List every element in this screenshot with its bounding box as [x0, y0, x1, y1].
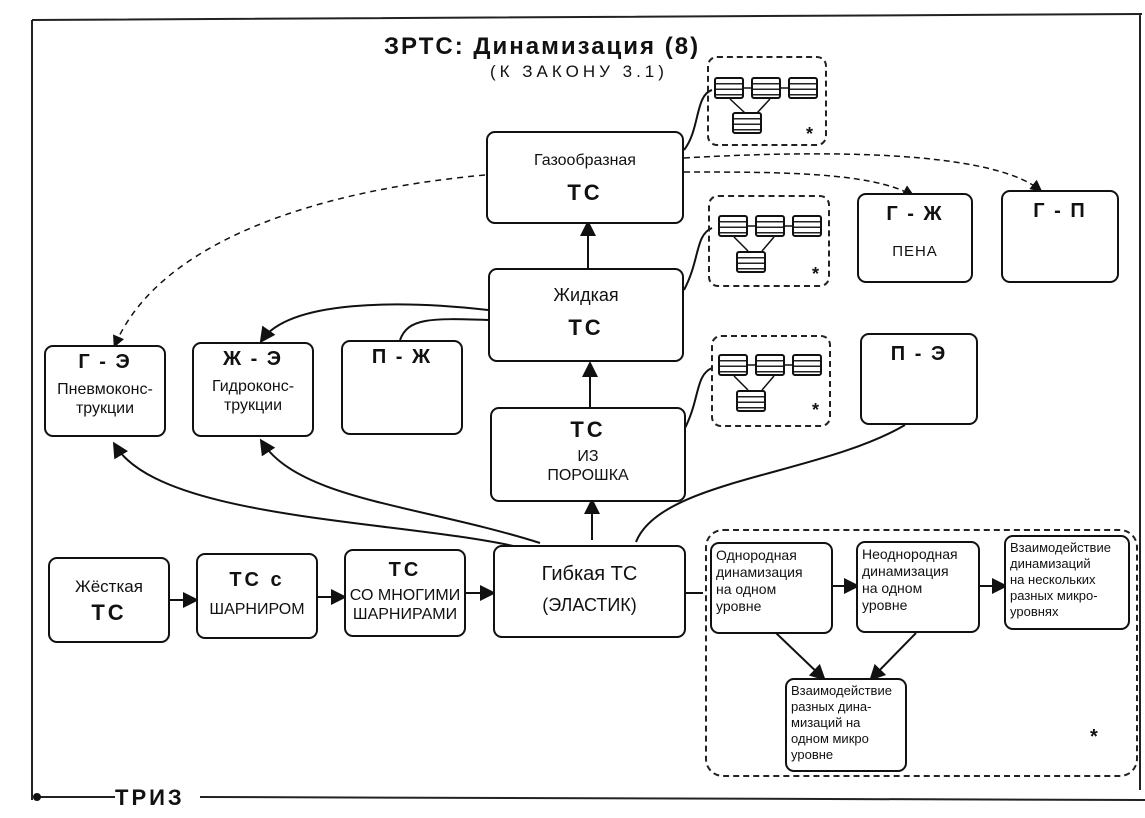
node-code: Г - Э — [78, 351, 132, 373]
node-label: ТС с — [229, 569, 285, 591]
footnote-star: * — [806, 124, 814, 144]
mini-block — [792, 215, 822, 237]
node-label: Пневмоконс- — [57, 381, 153, 398]
node-label: ТС — [570, 417, 606, 442]
node-label: Жидкая — [553, 285, 619, 305]
mini-block — [755, 354, 785, 376]
footnote-star: * — [812, 264, 820, 284]
node-code: Г - Ж — [886, 203, 944, 225]
node-code: П - Ж — [371, 346, 433, 368]
dynamization-levels-cluster — [705, 529, 1138, 777]
node-label: Взаимодействие — [1010, 540, 1111, 555]
node-label: ТС — [568, 315, 604, 340]
node-label: ТС — [388, 559, 422, 581]
node-label: ПОРОШКА — [547, 467, 629, 484]
node-label: ИЗ — [577, 448, 599, 465]
footer-label: ТРИЗ — [115, 785, 185, 810]
structure-cluster-liquid — [708, 195, 830, 287]
node-heterogeneous-dynamization: Неоднородная динамизация на одном уровне — [856, 541, 980, 633]
node-code: П - Э — [890, 343, 948, 365]
mini-block — [736, 251, 766, 273]
mini-block — [751, 77, 781, 99]
node-label: ТС — [91, 600, 127, 625]
node-label: ШАРНИРОМ — [209, 601, 305, 618]
node-homogeneous-dynamization: Однородная динамизация на одном уровне — [710, 542, 833, 634]
node-label: трукции — [75, 400, 135, 417]
node-flexible-ts: Гибкая ТС (ЭЛАСТИК) — [493, 545, 686, 638]
node-label: на одном — [716, 581, 777, 597]
node-code: Г - П — [1033, 200, 1087, 222]
node-gas-liquid: Г - Ж ПЕНА — [857, 193, 973, 283]
node-label: разных дина- — [791, 699, 872, 714]
node-label: уровне — [791, 747, 834, 762]
node-label: СО МНОГИМИ — [349, 587, 461, 604]
node-gas-elastic: Г - Э Пневмоконс- трукции — [44, 345, 166, 437]
structure-cluster-gas — [707, 56, 827, 146]
node-label: Гидроконс- — [211, 378, 295, 395]
node-label: Газообразная — [534, 152, 636, 169]
mini-block — [714, 77, 744, 99]
node-liquid-ts: Жидкая ТС — [488, 268, 684, 362]
node-label: (ЭЛАСТИК) — [542, 595, 637, 615]
node-label: на одном — [862, 580, 923, 596]
node-liquid-elastic: Ж - Э Гидроконс- трукции — [192, 342, 314, 437]
node-label: одном микро — [791, 731, 869, 746]
mini-block — [788, 77, 818, 99]
node-label: разных микро- — [1010, 588, 1098, 603]
mini-block — [718, 215, 748, 237]
node-gaseous-ts: Газообразная ТС — [486, 131, 684, 224]
footnote-star: * — [1090, 726, 1098, 748]
node-code: Ж - Э — [222, 348, 284, 370]
node-label: на нескольких — [1010, 572, 1096, 587]
node-hinged-ts: ТС с ШАРНИРОМ — [196, 553, 318, 639]
node-label: ТС — [567, 180, 603, 205]
node-rigid-ts: Жёсткая ТС — [48, 557, 170, 643]
node-label: трукции — [223, 397, 283, 414]
diagram-subtitle: (К ЗАКОНУ 3.1) — [490, 62, 668, 81]
node-label: уровнях — [1010, 604, 1059, 619]
node-label: Однородная — [716, 547, 797, 563]
node-multilevel-interaction: Взаимодействие динамизаций на нескольких… — [1004, 535, 1130, 630]
node-label: Взаимодействие — [791, 683, 892, 698]
footnote-star: * — [812, 400, 820, 420]
mini-block — [792, 354, 822, 376]
node-label: динамизация — [716, 564, 803, 580]
node-label: уровне — [716, 598, 762, 614]
mini-block — [718, 354, 748, 376]
diagram-title: ЗРТС: Динамизация (8) — [384, 33, 701, 60]
node-label: ШАРНИРАМИ — [352, 606, 458, 623]
mini-block — [736, 390, 766, 412]
node-powder-ts: ТС ИЗ ПОРОШКА — [490, 407, 686, 502]
node-label: ПЕНА — [892, 243, 938, 260]
node-powder-elastic: П - Э — [860, 333, 978, 425]
node-label: уровне — [862, 597, 908, 613]
node-label: динамизация — [862, 563, 949, 579]
structure-cluster-powder — [711, 335, 831, 427]
node-powder-liquid: П - Ж — [341, 340, 463, 435]
node-label: Жёсткая — [75, 577, 143, 596]
mini-block — [732, 112, 762, 134]
node-label: Неоднородная — [862, 546, 958, 562]
mini-block — [755, 215, 785, 237]
node-single-level-interaction: Взаимодействие разных дина- мизаций на о… — [785, 678, 907, 772]
node-label: мизаций на — [791, 715, 861, 730]
node-label: Гибкая ТС — [541, 563, 638, 585]
node-multi-hinged-ts: ТС СО МНОГИМИ ШАРНИРАМИ — [344, 549, 466, 637]
node-label: динамизаций — [1010, 556, 1091, 571]
node-gas-powder: Г - П — [1001, 190, 1119, 283]
